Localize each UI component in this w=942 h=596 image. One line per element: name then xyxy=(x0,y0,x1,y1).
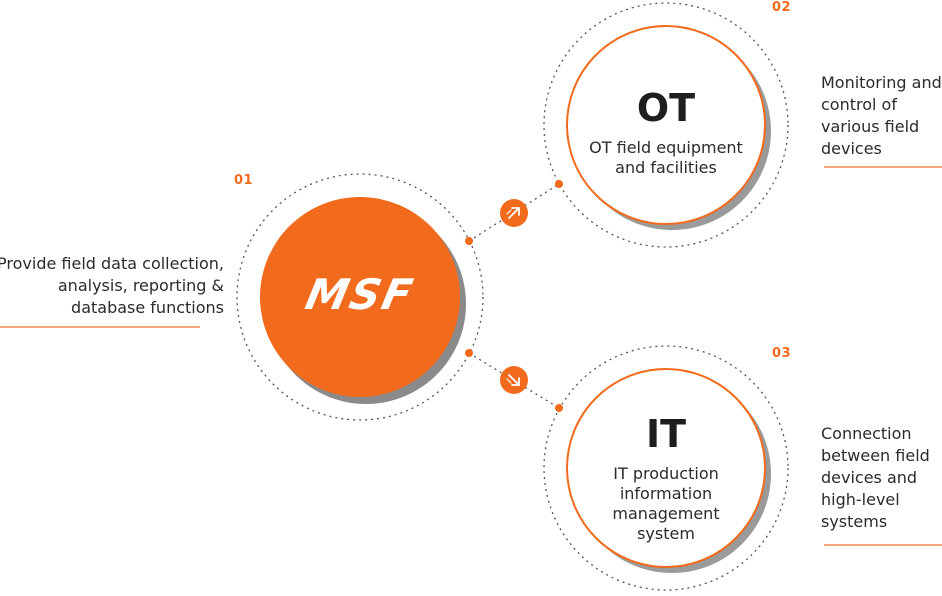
center-dotted-ring xyxy=(236,173,484,421)
center-circle xyxy=(260,197,460,397)
ot-description-underline xyxy=(824,166,942,168)
it-title: IT xyxy=(645,412,687,456)
ot-circle xyxy=(566,25,766,225)
center-number: 01 xyxy=(234,173,254,188)
center-description-line: Provide field data collection, xyxy=(0,254,224,273)
msf-logo: MSF xyxy=(301,270,419,319)
ot-connector-dot-start xyxy=(465,237,473,245)
ot-title: OT xyxy=(636,86,696,130)
it-dotted-ring xyxy=(543,345,789,591)
ot-description: Monitoring and control of various field … xyxy=(821,72,942,160)
ot-dotted-ring xyxy=(543,2,789,248)
ot-subtitle: OT field equipment and facilities xyxy=(576,138,756,178)
it-description-line: between field xyxy=(821,446,930,465)
it-subtitle-line: information xyxy=(619,484,713,503)
it-subtitle-line: system xyxy=(637,524,695,543)
arrow-down-right-icon xyxy=(500,366,528,394)
ot-subtitle-line: OT field equipment xyxy=(589,138,743,157)
it-subtitle-line: management xyxy=(612,504,720,523)
it-subtitle: IT production information management sys… xyxy=(576,464,756,544)
ot-number: 02 xyxy=(772,0,792,15)
center-description-line: analysis, reporting & xyxy=(57,276,224,295)
ot-connector-dot-end xyxy=(555,180,563,188)
it-description-line: devices and xyxy=(821,468,918,487)
ot-description-line: devices xyxy=(821,139,882,158)
it-circle xyxy=(566,368,766,568)
arrow-up-right-icon xyxy=(500,199,528,227)
it-number: 03 xyxy=(772,346,792,361)
it-description-line: high-level xyxy=(821,490,900,509)
center-description-underline xyxy=(0,326,200,328)
center-description: Provide field data collection, analysis,… xyxy=(0,253,224,319)
it-connector-dot-end xyxy=(555,404,563,412)
it-connector-dot-start xyxy=(465,349,473,357)
it-description-line: systems xyxy=(821,512,888,531)
center-description-line: database functions xyxy=(71,298,224,317)
it-description-line: Connection xyxy=(821,424,912,443)
it-subtitle-line: IT production xyxy=(613,464,719,483)
it-description: Connection between field devices and hig… xyxy=(821,423,930,533)
ot-subtitle-line: and facilities xyxy=(615,158,717,177)
ot-description-line: various field xyxy=(821,117,920,136)
it-description-underline xyxy=(824,544,942,546)
ot-description-line: control of xyxy=(821,95,897,114)
ot-description-line: Monitoring and xyxy=(821,73,942,92)
